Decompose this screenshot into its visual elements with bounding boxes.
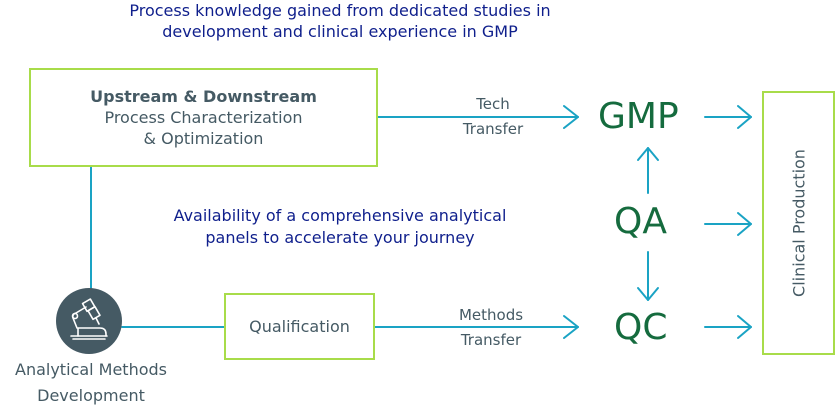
methods-transfer-line-1: Methods (458, 306, 524, 324)
analytical-methods-label: Analytical Methods Development (0, 357, 182, 409)
upstream-downstream-box: Upstream & Downstream Process Characteri… (29, 68, 378, 167)
clinical-production-box: Clinical Production (762, 91, 835, 355)
headline-line-1: Process knowledge gained from dedicated … (129, 1, 551, 20)
availability-text: Availability of a comprehensive analytic… (130, 205, 550, 249)
analytical-methods-icon-badge (56, 288, 122, 354)
methods-transfer-arrowhead (563, 315, 579, 339)
qa-to-clinical-arrowhead (737, 212, 752, 236)
microscope-icon (70, 298, 108, 340)
headline-line-2: development and clinical experience in G… (162, 22, 518, 41)
availability-line-1: Availability of a comprehensive analytic… (173, 206, 507, 225)
gmp-to-clinical-arrowhead (737, 105, 752, 129)
tech-transfer-label: Tech Transfer (443, 92, 543, 142)
tech-transfer-line-1: Tech (476, 95, 510, 113)
upstream-box-line-2: Process Characterization (104, 108, 303, 127)
qa-to-qc-arrowhead (637, 287, 659, 301)
upstream-box-line-3: & Optimization (143, 129, 264, 148)
gmp-node: GMP (598, 96, 679, 137)
clinical-production-label: Clinical Production (789, 149, 808, 297)
analytical-methods-line-1: Analytical Methods (15, 360, 167, 379)
qa-to-gmp-arrowhead (637, 147, 659, 161)
headline: Process knowledge gained from dedicated … (60, 0, 620, 42)
qa-node: QA (614, 201, 667, 242)
upstream-box-title: Upstream & Downstream (90, 87, 317, 106)
tech-transfer-arrowhead (563, 105, 579, 129)
analytical-methods-line-2: Development (37, 386, 145, 405)
qc-to-clinical-arrowhead (737, 315, 752, 339)
qualification-box: Qualification (224, 293, 375, 360)
qualification-label: Qualification (249, 317, 350, 336)
methods-transfer-label: Methods Transfer (441, 303, 541, 353)
availability-line-2: panels to accelerate your journey (205, 228, 475, 247)
tech-transfer-line-2: Transfer (462, 120, 524, 138)
qc-node: QC (614, 307, 668, 348)
methods-transfer-line-2: Transfer (460, 331, 522, 349)
